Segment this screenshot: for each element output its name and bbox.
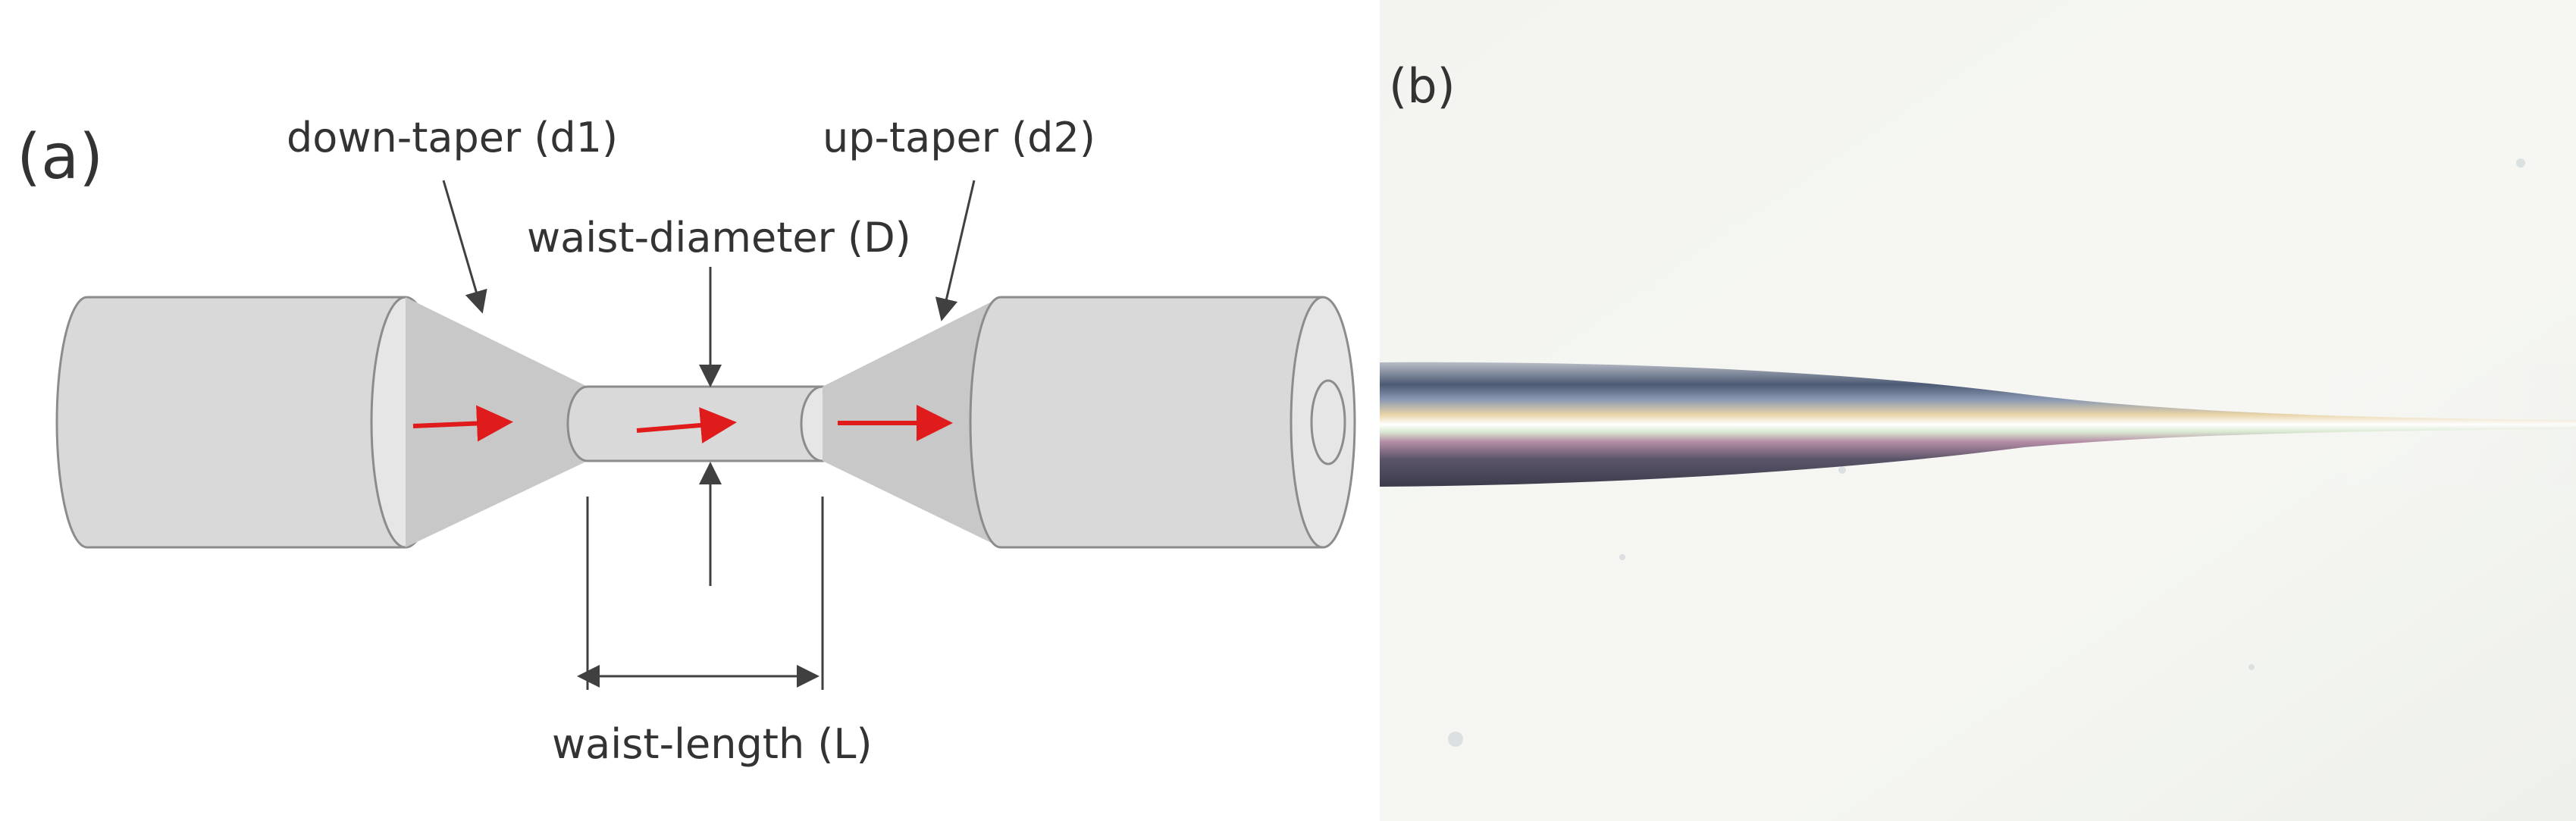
light-arrow-2 bbox=[636, 407, 737, 443]
taper-schematic-svg: (a) bbox=[17, 114, 1356, 768]
panel-a-schematic: (a) bbox=[17, 114, 1356, 768]
right-fiber-cylinder bbox=[969, 296, 1356, 549]
down-taper-pointer bbox=[442, 180, 487, 314]
taper-micrograph-svg: (b) bbox=[1380, 0, 2576, 821]
fiber-fade-overlay bbox=[1380, 362, 2576, 487]
waist-length-label: waist-length (L) bbox=[552, 720, 873, 768]
up-taper-label: up-taper (d2) bbox=[823, 114, 1095, 161]
light-arrow-1 bbox=[412, 405, 513, 442]
fiber-core-end bbox=[1310, 379, 1346, 465]
panel-label-a: (a) bbox=[17, 121, 103, 193]
panel-b-micrograph: (b) bbox=[1380, 0, 2576, 821]
panel-label-b: (b) bbox=[1389, 58, 1456, 114]
up-taper-pointer bbox=[935, 180, 976, 321]
down-taper-label: down-taper (d1) bbox=[287, 114, 618, 161]
left-fiber-cylinder bbox=[55, 296, 441, 549]
waist-diameter-label: waist-diameter (D) bbox=[527, 214, 911, 262]
